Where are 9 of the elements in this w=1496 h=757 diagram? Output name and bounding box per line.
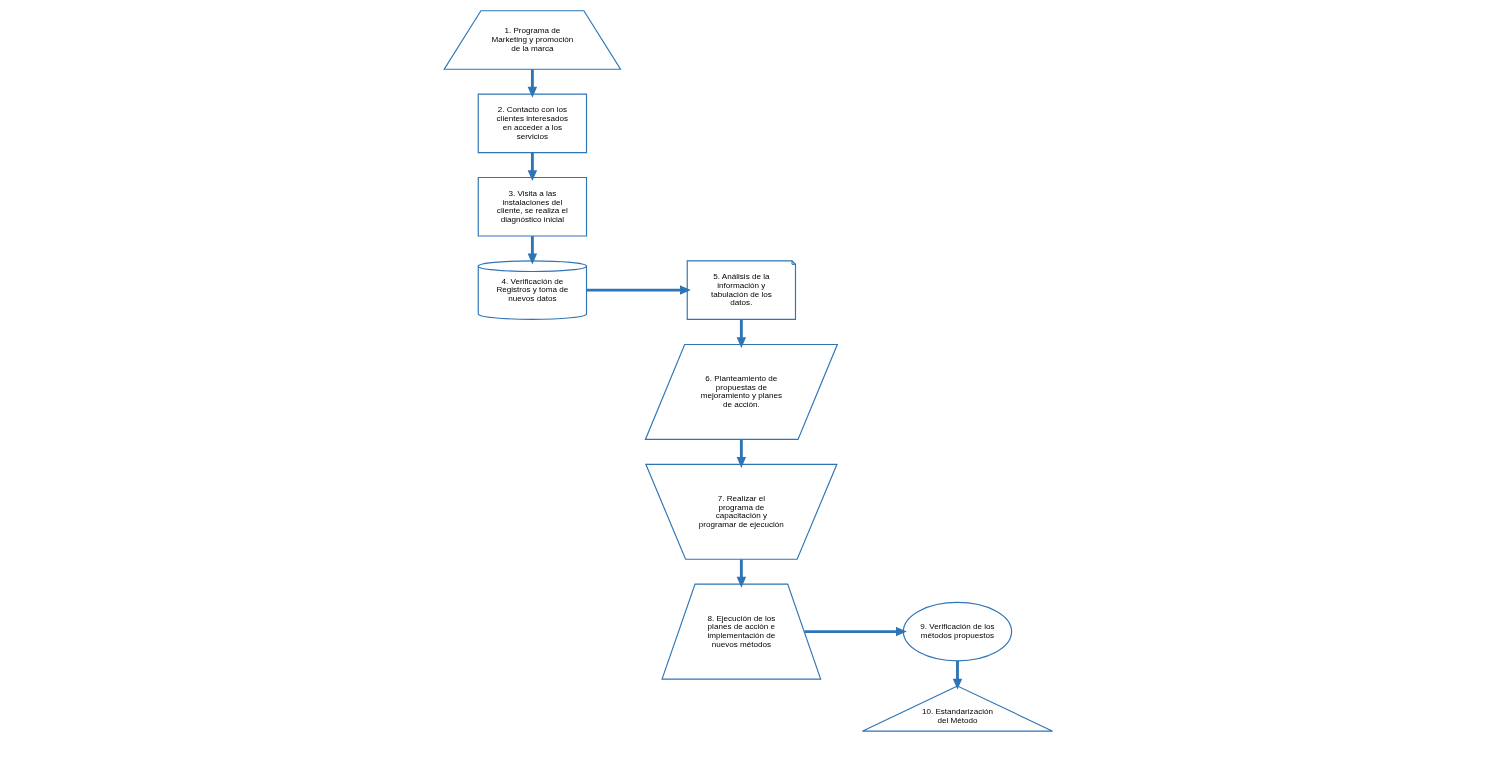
arrow [527,152,537,182]
arrow [736,319,746,348]
arrow [952,660,962,690]
arrow [736,439,746,468]
arrow [527,236,537,265]
arrow [803,626,907,637]
arrow [736,559,746,588]
arrow [586,285,691,295]
arrow [527,69,537,98]
